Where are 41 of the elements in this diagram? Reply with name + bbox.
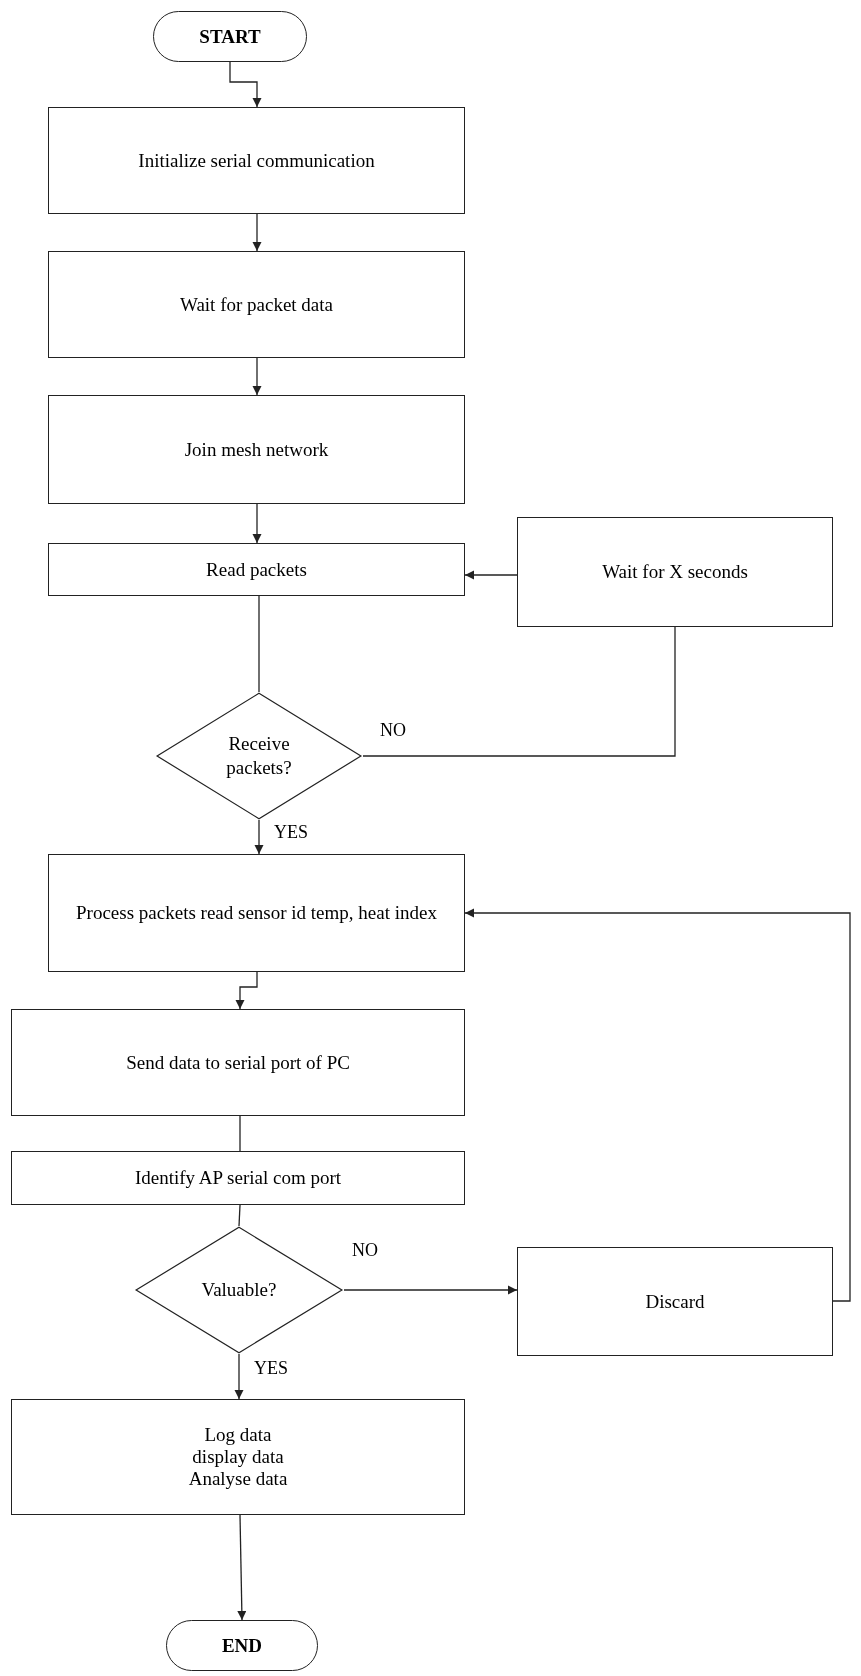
node-text: Read packets [206,558,307,581]
node-text: Send data to serial port of PC [126,1051,350,1074]
terminal-shape [153,11,307,62]
process-box [48,543,465,596]
process-box [48,854,465,972]
arrow [252,213,262,252]
process-box [48,395,465,504]
arrow [464,570,518,580]
node-text: END [221,1634,263,1657]
node-text: display data [192,1446,284,1468]
arrow [252,503,262,544]
node-text: Initialize serial communication [138,149,375,172]
node-text: Join mesh network [184,438,329,461]
node-text: START [199,25,261,48]
decision-diamond [155,692,363,820]
terminal-shape [166,1620,318,1671]
arrow [235,971,258,1010]
node-text: Log data [204,1424,272,1446]
process-box [11,1399,465,1515]
node-text: Wait for X seconds [602,561,748,583]
arrow [254,819,264,855]
node-text: Process packets read sensor id temp, heat index [76,902,437,924]
node-text: Valuable? [201,1278,277,1302]
arrow [343,1285,518,1295]
process-box [517,517,833,627]
process-box [11,1009,465,1116]
node-text: Discard [645,1290,705,1313]
process-box [11,1151,465,1205]
process-box [48,107,465,214]
process-box [48,251,465,358]
decision-diamond [134,1226,344,1354]
arrow [237,1514,247,1621]
arrow [229,61,262,108]
arrow [464,908,851,1302]
node-text: Wait for packet data [180,293,333,316]
process-box [517,1247,833,1356]
arrow [234,1353,244,1400]
node-text: Identify AP serial com port [134,1167,342,1189]
arrow [252,357,262,396]
node-text: Receive packets? [225,732,293,780]
node-text: Analyse data [188,1468,288,1490]
